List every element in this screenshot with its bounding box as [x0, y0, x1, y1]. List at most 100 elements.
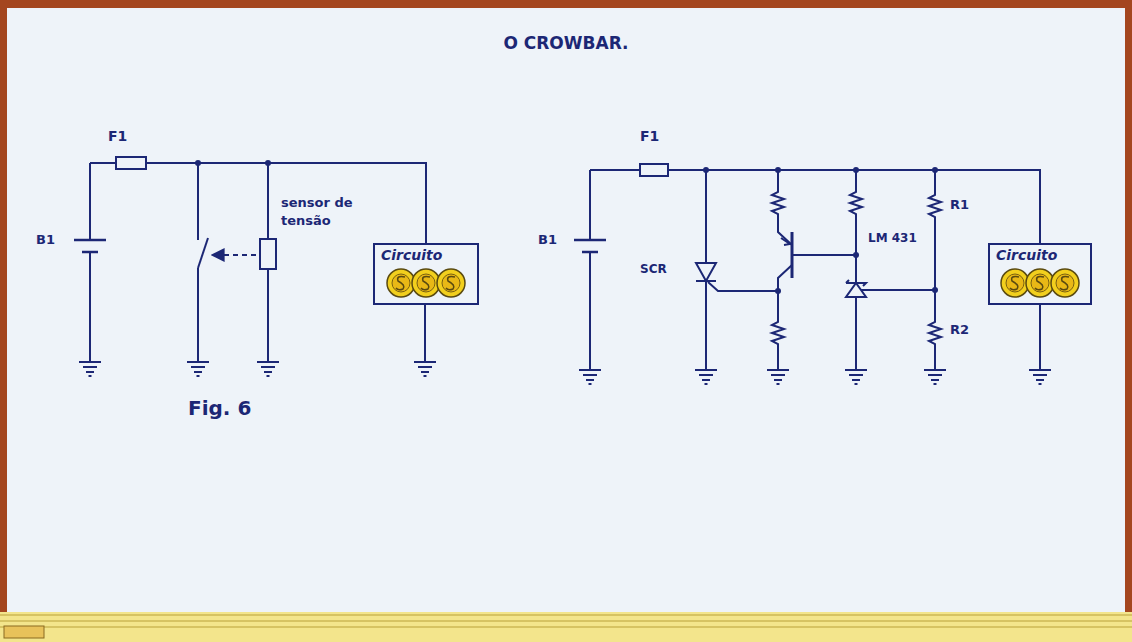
wire	[424, 305, 426, 362]
ground-line	[414, 361, 436, 363]
ground-line	[924, 369, 946, 371]
ground-line	[1036, 379, 1044, 381]
frame-top	[0, 0, 1132, 8]
coins-icon	[375, 263, 477, 303]
scr-bar	[696, 280, 716, 282]
ground-line	[197, 375, 200, 377]
ground-line	[705, 383, 708, 385]
ground-line	[855, 383, 858, 385]
coin	[1001, 269, 1029, 297]
ground-line	[267, 375, 270, 377]
ground-line	[261, 366, 275, 368]
box-title: Circuito	[381, 247, 471, 263]
ground-line	[699, 374, 713, 376]
right-circuit	[574, 164, 1040, 370]
ground-line	[1039, 383, 1042, 385]
switch-blade	[198, 238, 208, 268]
ground-line	[589, 383, 592, 385]
fuse-symbol	[116, 157, 146, 169]
ground-line	[264, 371, 272, 373]
ground-line	[89, 375, 92, 377]
scr-symbol	[696, 263, 716, 281]
ground-line	[777, 383, 780, 385]
ground-line	[931, 379, 939, 381]
ground-line	[774, 379, 782, 381]
wire	[590, 170, 1040, 370]
battery-plate	[582, 251, 598, 254]
coin	[387, 269, 415, 297]
component-label: R2	[950, 322, 969, 337]
battery-plate	[82, 251, 98, 254]
base-wire	[792, 254, 856, 256]
ground-line	[421, 371, 429, 373]
battery-plate	[574, 239, 606, 242]
frame-right	[1125, 0, 1132, 642]
bar-icon	[4, 626, 44, 638]
ground-line	[583, 374, 597, 376]
wire-connector	[268, 163, 426, 243]
ground-line	[771, 374, 785, 376]
junctions	[195, 160, 938, 294]
resistor-symbol	[772, 170, 792, 245]
component-label: B1	[36, 232, 55, 247]
wire	[267, 270, 269, 362]
junction-dot	[195, 160, 201, 166]
ground-line	[928, 374, 942, 376]
bottom-bar	[0, 612, 1132, 642]
ground-line	[586, 379, 594, 381]
coin	[1026, 269, 1054, 297]
battery-plate	[74, 239, 106, 242]
wire	[89, 163, 91, 362]
component-label: Fig. 6	[188, 396, 251, 420]
sensor-label: sensor de tensão	[281, 194, 361, 230]
ground-symbols	[79, 362, 1051, 384]
ground-line	[845, 369, 867, 371]
component-label: B1	[538, 232, 557, 247]
ground-line	[1033, 374, 1047, 376]
coin	[1051, 269, 1079, 297]
ground-line	[83, 366, 97, 368]
wire	[197, 163, 199, 362]
wire	[705, 170, 707, 370]
ground-line	[86, 371, 94, 373]
circuit-box: Circuito	[373, 243, 479, 305]
ground-line	[695, 369, 717, 371]
ground-line	[852, 379, 860, 381]
ground-line	[849, 374, 863, 376]
ground-line	[424, 375, 427, 377]
reference-wire	[861, 289, 935, 291]
shunt-regulator-bar	[846, 280, 866, 286]
component-label: F1	[640, 128, 659, 144]
voltage-sensor: sensor de tensão	[259, 238, 277, 270]
ground-line	[934, 383, 937, 385]
gate-wire	[708, 282, 778, 291]
ground-line	[191, 366, 205, 368]
emitter-arrow	[781, 238, 790, 245]
coin	[437, 269, 465, 297]
resistor-symbol	[929, 170, 941, 370]
coin	[412, 269, 440, 297]
resistor-symbol	[850, 170, 862, 370]
ground-line	[79, 361, 101, 363]
frame-left	[0, 0, 7, 642]
ground-line	[418, 366, 432, 368]
ground-line	[187, 361, 209, 363]
ground-line	[767, 369, 789, 371]
component-label: F1	[108, 128, 127, 144]
fuse-symbol	[640, 164, 668, 176]
ground-line	[257, 361, 279, 363]
ground-line	[702, 379, 710, 381]
ground-line	[194, 371, 202, 373]
bottom-bar-lines	[0, 614, 1132, 630]
ground-line	[1029, 369, 1051, 371]
component-label: SCR	[640, 262, 667, 276]
component-label: R1	[950, 197, 969, 212]
control-arrow	[212, 254, 256, 256]
coins-icon	[990, 263, 1090, 303]
circuit-box: Circuito	[988, 243, 1092, 305]
component-label: LM 431	[868, 231, 917, 245]
ground-line	[579, 369, 601, 371]
